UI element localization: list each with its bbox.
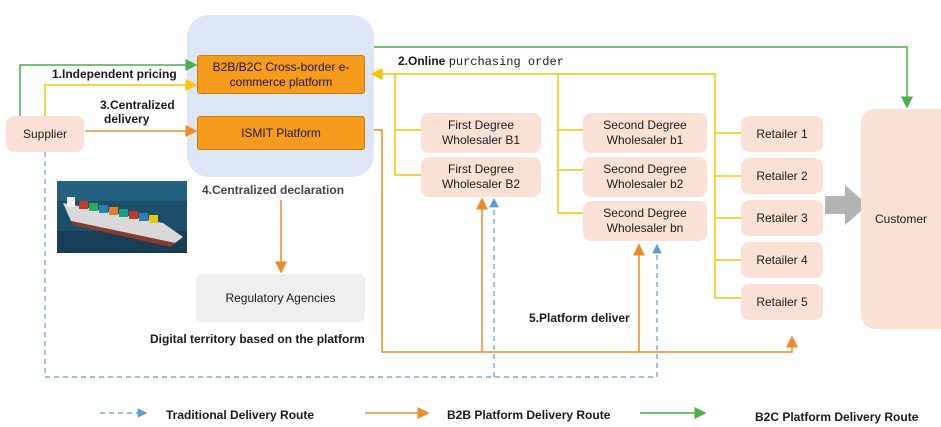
supplier-node: Supplier	[6, 116, 84, 152]
retailer-4-label: Retailer 4	[756, 252, 808, 267]
green-customer-line	[374, 46, 913, 109]
retailer-5-label: Retailer 5	[756, 294, 808, 309]
supplier-label: Supplier	[22, 126, 68, 141]
ismit-platform-node: ISMIT Platform	[197, 116, 365, 150]
centralized-delivery-line2: delivery	[104, 112, 150, 126]
retailer-2-node: Retailer 2	[741, 158, 823, 194]
digital-territory-label: Digital territory based on the platform	[150, 332, 365, 346]
regulatory-node: Regulatory Agencies	[196, 274, 365, 322]
legend-b2b-label: B2B Platform Delivery Route	[447, 408, 611, 422]
retailer-1-label: Retailer 1	[756, 126, 808, 141]
online-order-label: 2.Online purchasing order	[398, 54, 564, 69]
centralized-delivery-line1: 3.Centralized	[100, 98, 175, 112]
retailer-1-node: Retailer 1	[741, 116, 823, 152]
retailer-3-node: Retailer 3	[741, 200, 823, 236]
legend-b2c-label: B2C Platform Delivery Route	[755, 410, 919, 424]
second-degree-b2-label: Second Degree Wholesaler b2	[603, 162, 687, 191]
green-supplier-line	[19, 59, 198, 117]
cross-border-platform-label: B2B/B2C Cross-border e-commerce platform	[212, 59, 350, 89]
big-arrow	[825, 185, 868, 225]
online-order-suffix: purchasing order	[448, 55, 564, 69]
customer-node: Customer	[861, 109, 941, 329]
first-degree-b1-node: First Degree Wholesaler B1	[421, 113, 541, 153]
platform-deliver-label: 5.Platform deliver	[529, 311, 630, 325]
yellow-supplier-line	[44, 79, 198, 117]
second-degree-b1-node: Second Degree Wholesaler b1	[583, 113, 707, 153]
independent-pricing-label: 1.Independent pricing	[52, 67, 177, 81]
retailer-5-node: Retailer 5	[741, 284, 823, 320]
first-degree-b1-label: First Degree Wholesaler B1	[441, 118, 521, 147]
ismit-platform-label: ISMIT Platform	[241, 125, 321, 140]
customer-label: Customer	[874, 211, 927, 226]
first-degree-b2-label: First Degree Wholesaler B2	[441, 162, 521, 191]
legend-traditional-label: Traditional Delivery Route	[166, 408, 315, 422]
regulatory-label: Regulatory Agencies	[225, 290, 336, 305]
second-degree-bn-node: Second Degree Wholesaler bn	[583, 201, 707, 241]
blue-traditional-line	[44, 143, 657, 378]
retailer-3-label: Retailer 3	[756, 210, 808, 225]
cargo-ship-image	[57, 181, 187, 253]
retailer-2-label: Retailer 2	[756, 168, 808, 183]
first-degree-b2-node: First Degree Wholesaler B2	[421, 157, 541, 197]
online-order-prefix: 2.Online	[398, 54, 446, 68]
centralized-declaration-label: 4.Centralized declaration	[202, 183, 345, 197]
cross-border-platform-node: B2B/B2C Cross-border e-commerce platform	[197, 55, 365, 94]
second-degree-b1-label: Second Degree Wholesaler b1	[603, 118, 687, 147]
yellow-order-line	[370, 68, 716, 90]
orange-delivery-line	[374, 129, 798, 353]
second-degree-b2-node: Second Degree Wholesaler b2	[583, 157, 707, 197]
retailer-4-node: Retailer 4	[741, 242, 823, 278]
platform-background	[187, 15, 374, 177]
second-degree-bn-label: Second Degree Wholesaler bn	[603, 206, 687, 235]
centralized-delivery-label: 3.Centralized delivery	[100, 98, 175, 126]
